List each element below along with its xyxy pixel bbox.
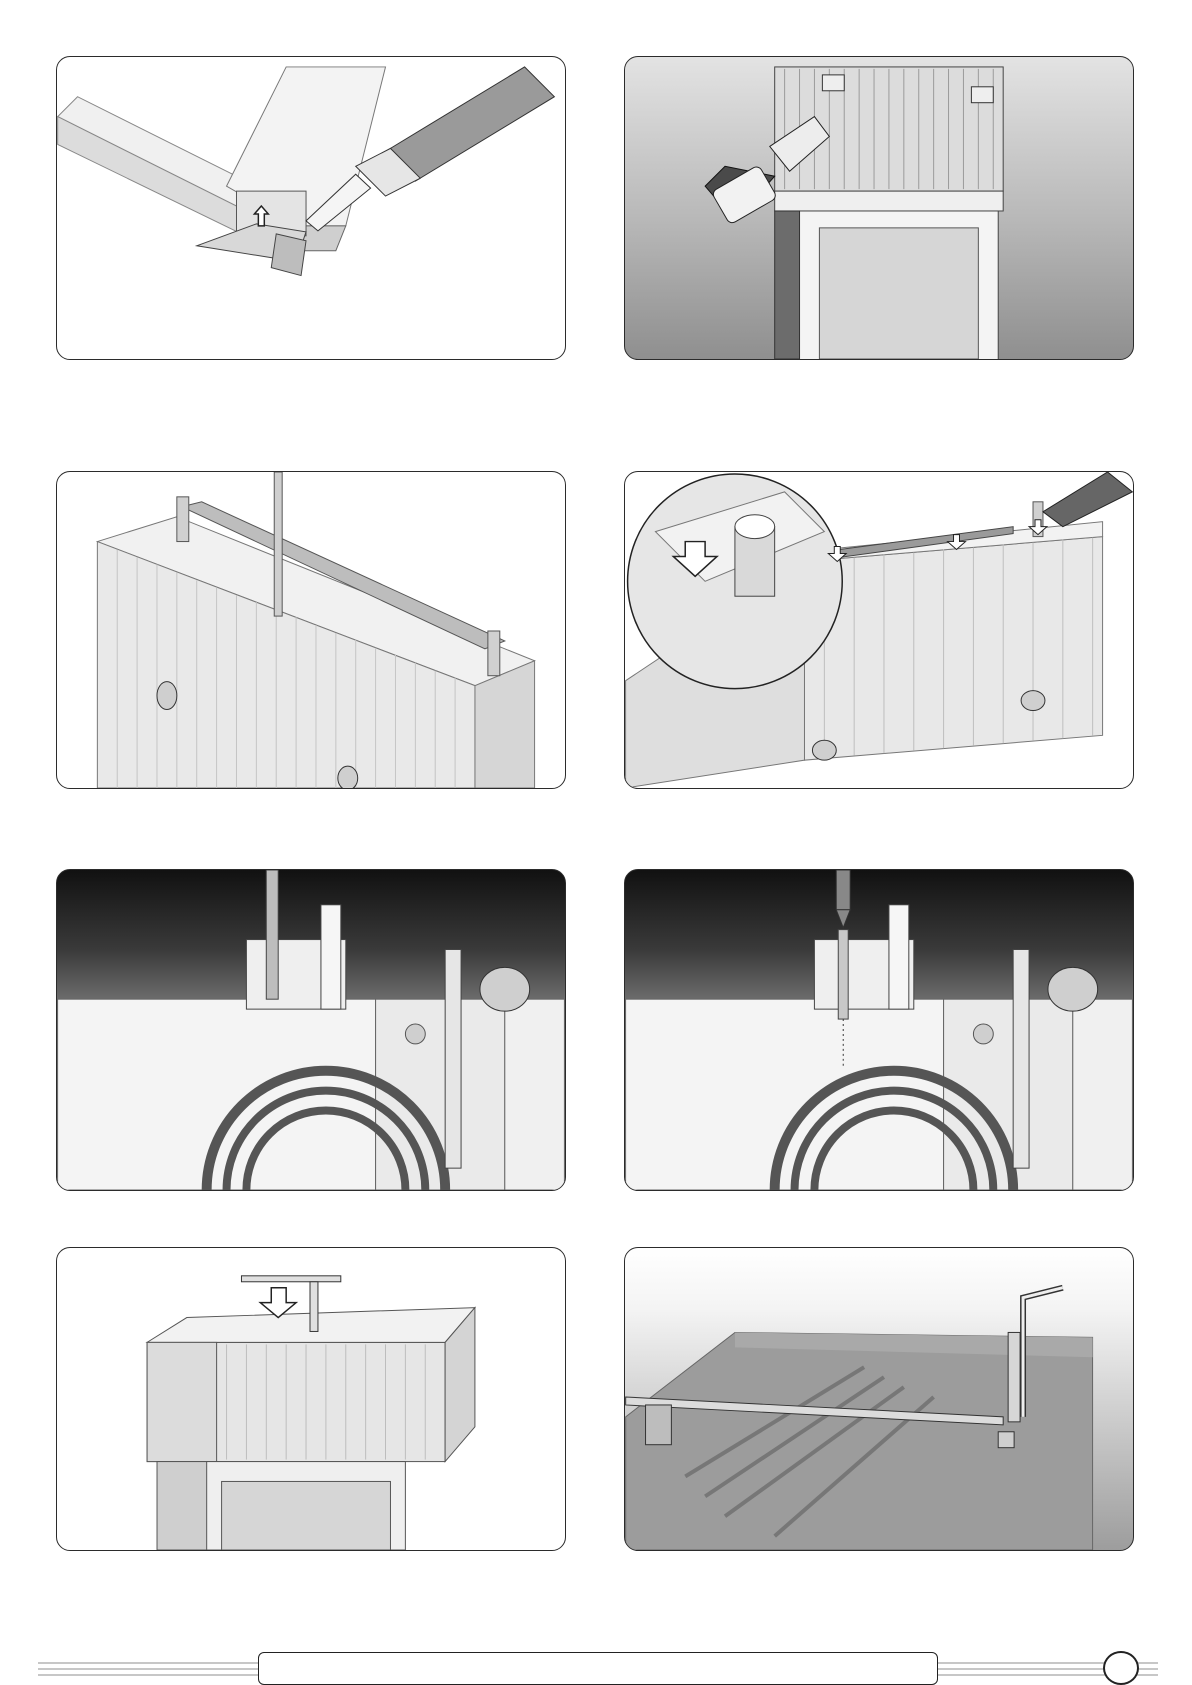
- step-8-hex-key-panel: [624, 1247, 1134, 1551]
- step-5-drill-profile-panel: [56, 869, 566, 1191]
- sealant-zoom-detail-illustration: [625, 472, 1133, 788]
- step-7-box-mount-panel: [56, 1247, 566, 1551]
- step-1-end-cap-panel: [56, 56, 566, 360]
- box-mount-over-window-illustration: [57, 1248, 565, 1550]
- step-2-wall-bracket-panel: [624, 56, 1134, 360]
- step-4-sealant-panel: [624, 471, 1134, 789]
- hex-key-adjust-illustration: [625, 1248, 1133, 1550]
- drill-wall-brackets-illustration: [625, 57, 1133, 359]
- drill-profile-section-illustration: [57, 870, 565, 1190]
- drill-box-top-illustration: [57, 472, 565, 788]
- step-3-drill-box-panel: [56, 471, 566, 789]
- caulk-gun-end-cap-illustration: [57, 57, 565, 359]
- page-number-circle: [1103, 1651, 1139, 1685]
- step-6-screw-profile-panel: [624, 869, 1134, 1191]
- footer-title-box: [258, 1652, 938, 1685]
- screw-profile-section-illustration: [625, 870, 1133, 1190]
